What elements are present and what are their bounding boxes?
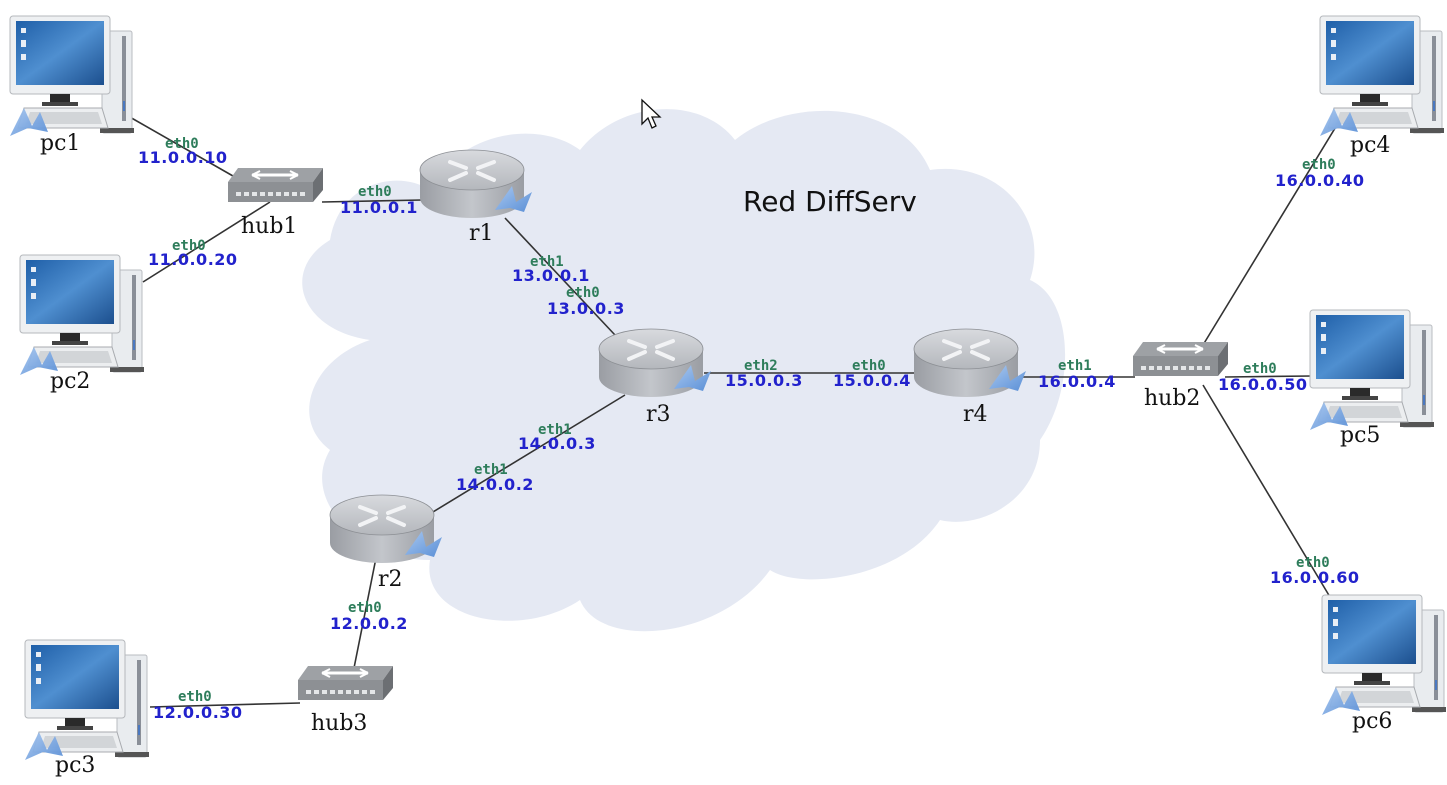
ip-address-pc4-eth0: 16.0.0.40 xyxy=(1275,171,1365,190)
ip-address-pc6-eth0: 16.0.0.60 xyxy=(1270,568,1360,587)
ip-address-pc3-eth0: 12.0.0.30 xyxy=(153,703,243,722)
node-label-hub3: hub3 xyxy=(311,711,367,736)
node-hub1[interactable]: hub1 xyxy=(226,166,325,239)
link-pc1-hub1[interactable] xyxy=(127,115,241,181)
node-label-pc5: pc5 xyxy=(1340,423,1380,448)
node-label-r4: r4 xyxy=(963,402,988,427)
ip-address-r4-eth0: 15.0.0.4 xyxy=(833,371,911,390)
node-label-r2: r2 xyxy=(378,567,403,592)
node-r2[interactable]: r2 xyxy=(328,493,444,592)
node-r1[interactable]: r1 xyxy=(418,148,534,246)
pc-icon[interactable] xyxy=(19,254,145,376)
interface-name-r3-eth1: eth1 xyxy=(538,422,572,438)
pc-icon[interactable] xyxy=(1321,594,1447,716)
link-hub2-pc4[interactable] xyxy=(1202,119,1341,346)
interface-name-r4-eth1: eth1 xyxy=(1058,358,1092,374)
ip-address-r2-eth1: 14.0.0.2 xyxy=(456,475,534,494)
node-label-hub1: hub1 xyxy=(241,214,297,239)
pc-icon[interactable] xyxy=(1309,309,1435,431)
ip-address-r4-eth1: 16.0.0.4 xyxy=(1038,372,1116,391)
node-label-pc3: pc3 xyxy=(55,753,95,778)
node-pc1[interactable]: pc1 xyxy=(9,15,135,156)
interface-name-r4-eth0: eth0 xyxy=(852,358,886,374)
interface-name-r1-eth0: eth0 xyxy=(358,184,392,200)
node-pc2[interactable]: pc2 xyxy=(19,254,145,394)
interface-name-r3-eth0: eth0 xyxy=(566,285,600,301)
cloud-title: Red DiffServ xyxy=(743,185,917,218)
interface-name-pc2-eth0: eth0 xyxy=(172,238,206,254)
node-label-r1: r1 xyxy=(469,221,494,246)
interface-name-pc6-eth0: eth0 xyxy=(1296,555,1330,571)
interface-labels-layer: eth011.0.0.10eth011.0.0.20eth011.0.0.1et… xyxy=(138,136,1365,722)
link-r3-r2[interactable] xyxy=(427,394,626,516)
link-hub2-pc5[interactable] xyxy=(1224,375,1313,378)
interface-name-r2-eth0: eth0 xyxy=(348,600,382,616)
pc-icon[interactable] xyxy=(9,15,135,137)
interface-name-pc3-eth0: eth0 xyxy=(178,689,212,705)
node-pc6[interactable]: pc6 xyxy=(1321,594,1447,734)
ip-address-r3-eth2: 15.0.0.3 xyxy=(725,371,803,390)
node-label-pc1: pc1 xyxy=(40,131,80,156)
ip-address-r3-eth1: 14.0.0.3 xyxy=(518,434,596,453)
ip-address-r3-eth0: 13.0.0.3 xyxy=(547,299,625,318)
router-icon[interactable] xyxy=(597,327,713,399)
ip-address-pc2-eth0: 11.0.0.20 xyxy=(148,250,238,269)
interface-name-pc5-eth0: eth0 xyxy=(1243,361,1277,377)
node-r3[interactable]: r3 xyxy=(597,327,713,427)
node-label-pc2: pc2 xyxy=(50,369,90,394)
node-hub3[interactable]: hub3 xyxy=(296,664,395,736)
ip-address-r1-eth0: 11.0.0.1 xyxy=(340,198,418,217)
node-label-hub2: hub2 xyxy=(1144,386,1200,411)
node-pc3[interactable]: pc3 xyxy=(24,639,150,778)
ip-address-r1-eth1: 13.0.0.1 xyxy=(512,266,590,285)
link-r2-hub3[interactable] xyxy=(353,557,377,669)
router-icon[interactable] xyxy=(418,148,534,220)
interface-name-pc4-eth0: eth0 xyxy=(1302,157,1336,173)
interface-name-pc1-eth0: eth0 xyxy=(165,136,199,152)
hub-icon[interactable] xyxy=(226,166,325,204)
node-pc4[interactable]: pc4 xyxy=(1319,15,1445,158)
node-label-r3: r3 xyxy=(646,402,671,427)
pc-icon[interactable] xyxy=(24,639,150,761)
interface-name-r2-eth1: eth1 xyxy=(474,462,508,478)
link-hub1-r1[interactable] xyxy=(321,199,423,203)
links-layer xyxy=(127,115,1341,708)
node-label-pc6: pc6 xyxy=(1352,709,1392,734)
ip-address-r2-eth0: 12.0.0.2 xyxy=(330,614,408,633)
node-label-pc4: pc4 xyxy=(1350,133,1390,158)
node-r4[interactable]: r4 xyxy=(912,327,1028,427)
node-hub2[interactable]: hub2 xyxy=(1131,340,1230,411)
link-pc3-hub3[interactable] xyxy=(149,702,301,708)
router-icon[interactable] xyxy=(328,493,444,565)
pc-icon[interactable] xyxy=(1319,15,1445,137)
link-pc2-hub1[interactable] xyxy=(142,201,271,283)
interface-name-r3-eth2: eth2 xyxy=(744,358,778,374)
node-pc5[interactable]: pc5 xyxy=(1309,309,1435,448)
mouse-cursor-icon xyxy=(641,98,662,129)
link-hub2-pc6[interactable] xyxy=(1202,384,1331,598)
hub-icon[interactable] xyxy=(296,664,395,702)
hub-icon[interactable] xyxy=(1131,340,1230,378)
interface-name-r1-eth1: eth1 xyxy=(530,254,564,270)
ip-address-pc5-eth0: 16.0.0.50 xyxy=(1218,375,1308,394)
link-r1-r3[interactable] xyxy=(504,217,616,336)
nodes-layer: pc1 pc2 pc3 pc4 pc5 pc6 hub1 hub2 hub3 r1 r2 r3 r4 xyxy=(9,15,1447,778)
router-icon[interactable] xyxy=(912,327,1028,399)
ip-address-pc1-eth0: 11.0.0.10 xyxy=(138,148,228,167)
